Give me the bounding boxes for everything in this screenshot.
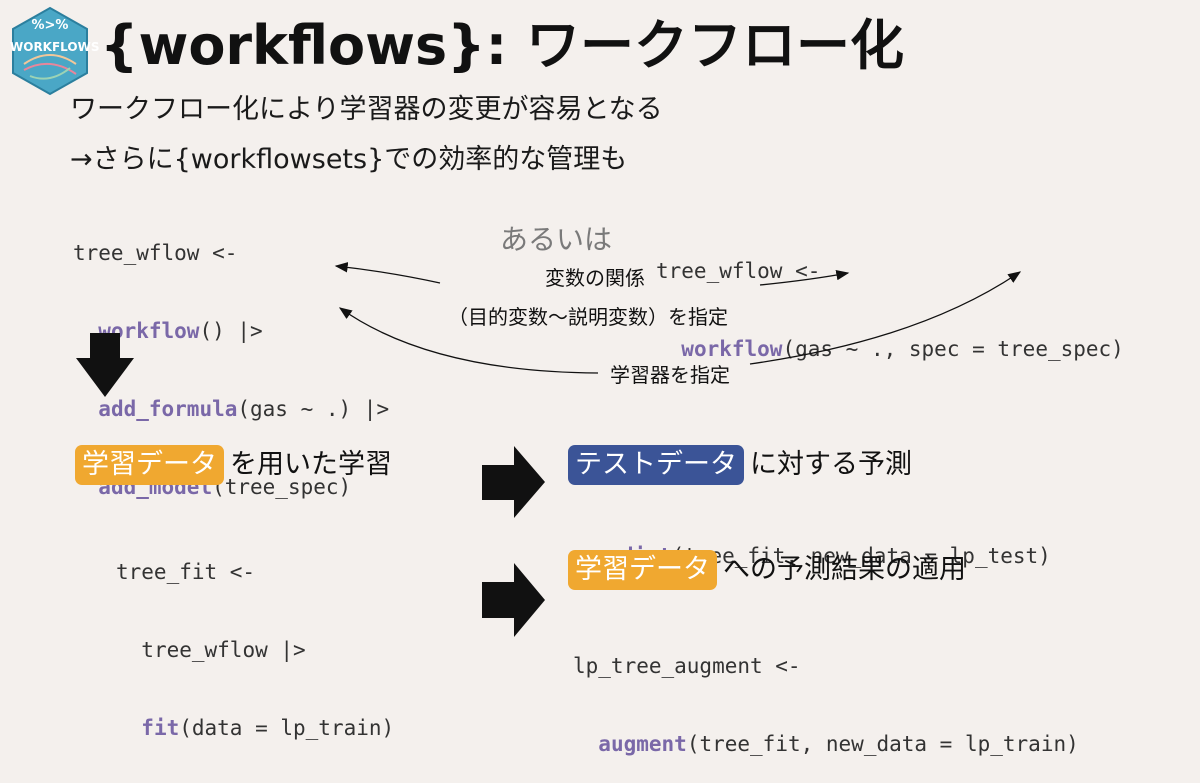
annotation-variables-detail: （目的変数〜説明変数）を指定 — [448, 305, 728, 329]
section-text: を用いた学習 — [230, 449, 392, 480]
section-test: テストデータに対する予測 — [568, 445, 912, 485]
lead-line-1: ワークフロー化により学習器の変更が容易となる — [70, 94, 663, 125]
code-line: tree_wflow <- — [656, 259, 821, 283]
page-title: {workflows}: ワークフロー化 — [100, 14, 904, 77]
code-line: add_formula(gas ~ .) |> — [98, 397, 390, 421]
annotation-arrows — [76, 262, 1022, 637]
fn-workflow: workflow — [681, 337, 783, 361]
section-training: 学習データを用いた学習 — [75, 445, 392, 485]
right-arrow-icon — [482, 563, 545, 637]
highlight-training-data: 学習データ — [75, 445, 224, 485]
code-line: workflow(gas ~ ., spec = tree_spec) — [681, 337, 1124, 361]
code-block-augment: lp_tree_augment <- augment(tree_fit, new… — [573, 601, 1079, 783]
fn-augment: augment — [598, 732, 687, 756]
right-arrow-icon — [482, 446, 545, 518]
code-line: augment(tree_fit, new_data = lp_train) — [598, 732, 1079, 756]
code-line: tree_fit <- — [116, 560, 256, 584]
section-text: に対する予測 — [750, 449, 912, 480]
section-text: への予測結果の適用 — [723, 554, 966, 585]
alternative-label: あるいは — [500, 223, 613, 256]
code-line: tree_wflow |> — [141, 638, 306, 662]
arrow-to-spec — [749, 271, 1022, 365]
logo-text: WORKFLOWS — [10, 40, 100, 54]
annotation-variables: 変数の関係 — [545, 266, 645, 290]
fn-fit: fit — [141, 716, 180, 740]
code-line: fit(data = lp_train) — [141, 716, 395, 740]
code-line: lp_tree_augment <- — [573, 654, 801, 678]
logo-symbol: %>% — [31, 18, 69, 33]
code-line: tree_wflow <- — [73, 241, 238, 265]
annotation-learner: 学習器を指定 — [610, 363, 730, 387]
arrow-to-add-formula — [334, 262, 441, 284]
code-block-workflow-alt: tree_wflow <- workflow(gas ~ ., spec = t… — [656, 206, 1124, 388]
highlight-test-data: テストデータ — [568, 445, 744, 485]
down-arrow-icon — [76, 333, 134, 397]
lead-line-2: →さらに{workflowsets}での効率的な管理も — [70, 144, 628, 175]
fn-add-formula: add_formula — [98, 397, 238, 421]
arrow-to-workflow-formula — [759, 270, 850, 286]
highlight-training-data: 学習データ — [568, 550, 717, 590]
workflows-hex-logo: %>% WORKFLOWS — [10, 6, 100, 96]
section-augment: 学習データへの予測結果の適用 — [568, 550, 966, 590]
arrow-to-add-model — [338, 307, 599, 374]
code-block-fit: tree_fit <- tree_wflow |> fit(data = lp_… — [116, 507, 394, 767]
